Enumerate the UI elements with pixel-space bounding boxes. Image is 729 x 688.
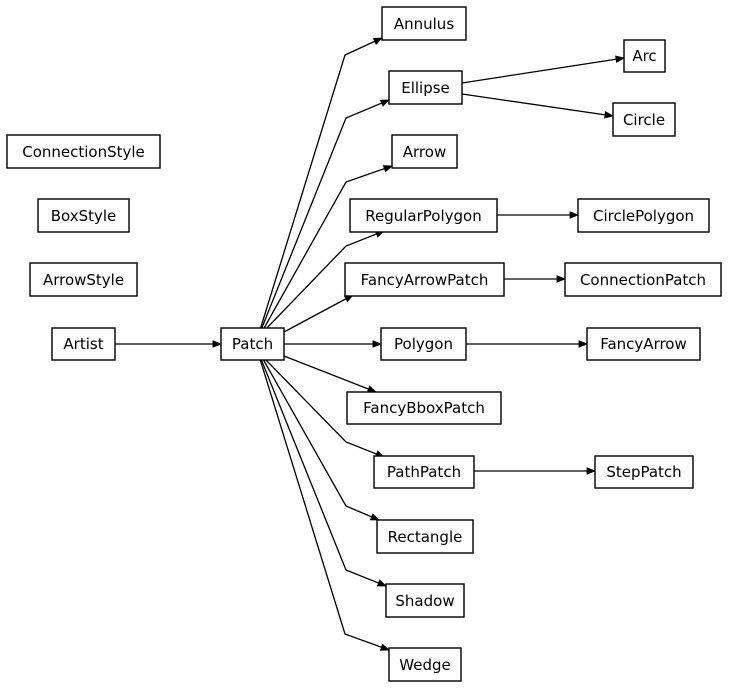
node-label: Artist [63, 335, 103, 353]
node-label: Rectangle [388, 528, 463, 546]
node-label: FancyBboxPatch [363, 399, 485, 417]
node-label: Ellipse [401, 79, 450, 97]
node-wedge[interactable]: Wedge [388, 647, 462, 682]
node-label: Annulus [394, 15, 454, 33]
node-rectangle[interactable]: Rectangle [376, 519, 474, 554]
node-arc[interactable]: Arc [623, 39, 666, 73]
node-label: Polygon [394, 335, 453, 353]
node-label: Patch [232, 335, 273, 353]
node-label: CirclePolygon [593, 207, 694, 225]
node-label: Shadow [395, 592, 454, 610]
edge-patch-annulus [259, 37, 382, 331]
node-polygon[interactable]: Polygon [380, 327, 467, 361]
node-label: PathPatch [387, 463, 461, 481]
node-label: Arc [632, 47, 656, 65]
edge-patch-fancyarrowpatch [283, 294, 353, 333]
node-steppatch[interactable]: StepPatch [594, 455, 694, 489]
edges [115, 37, 624, 650]
node-fancyarrowpatch[interactable]: FancyArrowPatch [344, 262, 505, 297]
edge-patch-shadow [260, 358, 386, 587]
node-circle[interactable]: Circle [612, 102, 676, 137]
node-label: FancyArrowPatch [361, 271, 489, 289]
node-label: Wedge [399, 656, 450, 674]
node-patch[interactable]: Patch [220, 327, 285, 361]
edge-patch-arrow [262, 166, 392, 331]
node-label: Arrow [403, 143, 446, 161]
node-label: BoxStyle [51, 207, 117, 225]
node-label: Circle [623, 111, 665, 129]
node-regularpolygon[interactable]: RegularPolygon [349, 198, 498, 233]
node-shadow[interactable]: Shadow [385, 583, 465, 618]
node-annulus[interactable]: Annulus [381, 6, 467, 41]
node-pathpatch[interactable]: PathPatch [373, 455, 475, 489]
node-label: FancyArrow [600, 335, 687, 353]
node-label: ArrowStyle [43, 271, 124, 289]
node-artist[interactable]: Artist [51, 327, 116, 361]
edge-patch-regularpolygon [264, 230, 384, 331]
edge-patch-ellipse [260, 99, 389, 331]
edge-ellipse-circle [461, 93, 613, 116]
node-connectionstyle[interactable]: ConnectionStyle [6, 134, 161, 169]
node-ellipse[interactable]: Ellipse [388, 70, 463, 105]
node-arrowstyle[interactable]: ArrowStyle [29, 262, 138, 297]
node-boxstyle[interactable]: BoxStyle [37, 198, 130, 233]
node-connectionpatch[interactable]: ConnectionPatch [564, 262, 722, 297]
edge-patch-fancybboxpatch [283, 355, 376, 393]
node-label: StepPatch [606, 463, 681, 481]
edge-patch-wedge [259, 358, 389, 650]
edge-patch-rectangle [262, 358, 379, 521]
edge-patch-pathpatch [264, 358, 384, 458]
edge-ellipse-arc [461, 58, 624, 84]
node-circlepolygon[interactable]: CirclePolygon [577, 198, 710, 233]
node-label: RegularPolygon [365, 207, 481, 225]
node-label: ConnectionStyle [22, 143, 145, 161]
node-fancyarrow[interactable]: FancyArrow [586, 327, 701, 361]
node-label: ConnectionPatch [580, 271, 706, 289]
node-arrow[interactable]: Arrow [391, 134, 458, 169]
node-fancybboxpatch[interactable]: FancyBboxPatch [346, 391, 502, 425]
